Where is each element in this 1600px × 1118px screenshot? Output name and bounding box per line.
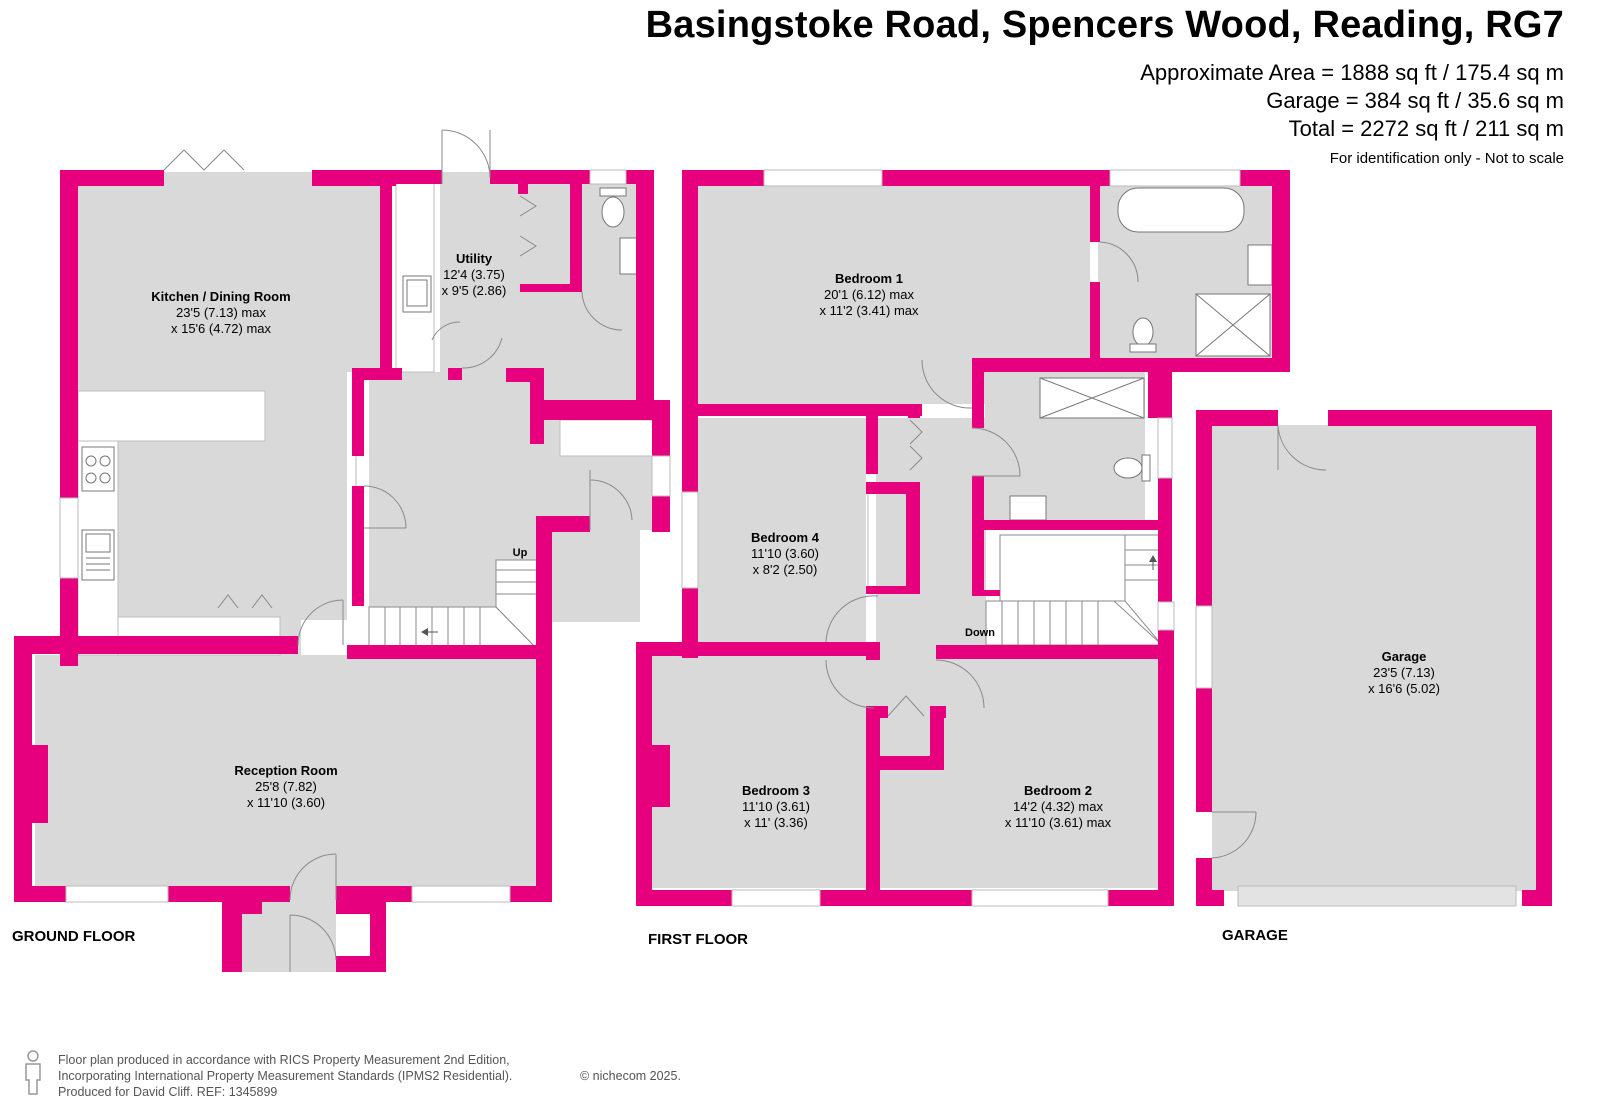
bedroom4-floor <box>698 418 866 644</box>
svg-text:x 8'2 (2.50): x 8'2 (2.50) <box>753 562 818 577</box>
svg-text:x 11' (3.36): x 11' (3.36) <box>744 815 808 830</box>
garage-doors <box>1195 425 1517 907</box>
first-floor-windows <box>681 169 1241 907</box>
first-floor-doors <box>825 241 1139 717</box>
svg-text:Bedroom 4: Bedroom 4 <box>751 530 820 545</box>
stairs-down-label: Down <box>965 627 995 639</box>
ground-windows <box>59 169 671 903</box>
svg-text:Bedroom 3: Bedroom 3 <box>742 783 810 798</box>
room-kitchen-label: Kitchen / Dining Room 23'5 (7.13) max x … <box>151 289 290 336</box>
ground-floor-label: GROUND FLOOR <box>12 928 135 945</box>
svg-text:x 16'6 (5.02): x 16'6 (5.02) <box>1368 681 1440 696</box>
svg-text:Utility: Utility <box>456 251 493 266</box>
svg-text:x 9'5 (2.86): x 9'5 (2.86) <box>442 283 507 298</box>
bedroom3-floor <box>652 656 866 888</box>
svg-text:14'2 (4.32) max: 14'2 (4.32) max <box>1013 799 1103 814</box>
svg-text:Kitchen / Dining Room: Kitchen / Dining Room <box>151 289 290 304</box>
first-floor-stairs <box>985 534 1163 647</box>
reception-floor <box>35 655 545 887</box>
svg-text:25'8 (7.82): 25'8 (7.82) <box>255 779 317 794</box>
hob-icon <box>81 446 115 492</box>
room-bedroom4-label: Bedroom 4 11'10 (3.60) x 8'2 (2.50) <box>751 530 820 577</box>
approx-area: Approximate Area = 1888 sq ft / 175.4 sq… <box>1140 60 1564 85</box>
svg-text:x 11'10 (3.61) max: x 11'10 (3.61) max <box>1005 815 1112 830</box>
scale-note: For identification only - Not to scale <box>1329 150 1564 167</box>
footer-line-3: Produced for David Cliff. REF: 1345899 <box>58 1085 277 1099</box>
footer-line-1: Floor plan produced in accordance with R… <box>58 1053 510 1067</box>
sink-icon <box>81 529 115 581</box>
footer-line-2: Incorporating International Property Mea… <box>58 1069 513 1083</box>
garage-fill <box>1212 425 1536 891</box>
svg-text:11'10 (3.60): 11'10 (3.60) <box>751 546 819 561</box>
first-floor-walls <box>636 170 1290 906</box>
bath-icon <box>1009 187 1273 521</box>
first-floor-label: FIRST FLOOR <box>648 931 748 948</box>
svg-text:Bedroom 2: Bedroom 2 <box>1024 783 1092 798</box>
footer-produced-for: Produced for David Cliff. REF: <box>58 1085 226 1099</box>
utility-sink-icon <box>402 275 432 313</box>
landing-floor <box>876 418 986 648</box>
ground-floor-doors <box>163 129 633 972</box>
garage-floor-label: GARAGE <box>1222 927 1288 944</box>
room-bedroom2-label: Bedroom 2 14'2 (4.32) max x 11'10 (3.61)… <box>1005 783 1112 830</box>
total-area: Total = 2272 sq ft / 211 sq m <box>1288 116 1564 141</box>
stairs-up-label: Up <box>513 547 528 559</box>
room-reception-label: Reception Room 25'8 (7.82) x 11'10 (3.60… <box>234 763 337 810</box>
plan-title: Basingstoke Road, Spencers Wood, Reading… <box>645 4 1564 46</box>
room-bedroom3-label: Bedroom 3 11'10 (3.61) x 11' (3.36) <box>742 783 810 830</box>
svg-text:12'4 (3.75): 12'4 (3.75) <box>443 267 505 282</box>
svg-text:20'1 (6.12) max: 20'1 (6.12) max <box>824 287 914 302</box>
svg-text:x 15'6 (4.72) max: x 15'6 (4.72) max <box>171 321 272 336</box>
copyright: © nichecom 2025. <box>580 1069 681 1083</box>
svg-text:Reception Room: Reception Room <box>234 763 337 778</box>
svg-text:Bedroom 1: Bedroom 1 <box>835 271 903 286</box>
ground-floor-walls <box>14 170 670 972</box>
svg-text:23'5 (7.13) max: 23'5 (7.13) max <box>176 305 266 320</box>
svg-text:x 11'2 (3.41) max: x 11'2 (3.41) max <box>819 303 919 318</box>
svg-text:23'5 (7.13): 23'5 (7.13) <box>1373 665 1435 680</box>
room-garage-label: Garage 23'5 (7.13) x 16'6 (5.02) <box>1368 649 1440 696</box>
room-bedroom1-label: Bedroom 1 20'1 (6.12) max x 11'2 (3.41) … <box>819 271 919 318</box>
person-icon <box>25 1050 41 1095</box>
garage-area: Garage = 384 sq ft / 35.6 sq m <box>1266 88 1564 113</box>
svg-text:Garage: Garage <box>1382 649 1427 664</box>
svg-text:11'10 (3.61): 11'10 (3.61) <box>742 799 810 814</box>
room-utility-label: Utility 12'4 (3.75) x 9'5 (2.86) <box>442 251 507 298</box>
svg-text:x 11'10 (3.60): x 11'10 (3.60) <box>247 795 325 810</box>
garage-walls <box>1196 410 1552 906</box>
footer-ref: 1345899 <box>228 1085 278 1099</box>
